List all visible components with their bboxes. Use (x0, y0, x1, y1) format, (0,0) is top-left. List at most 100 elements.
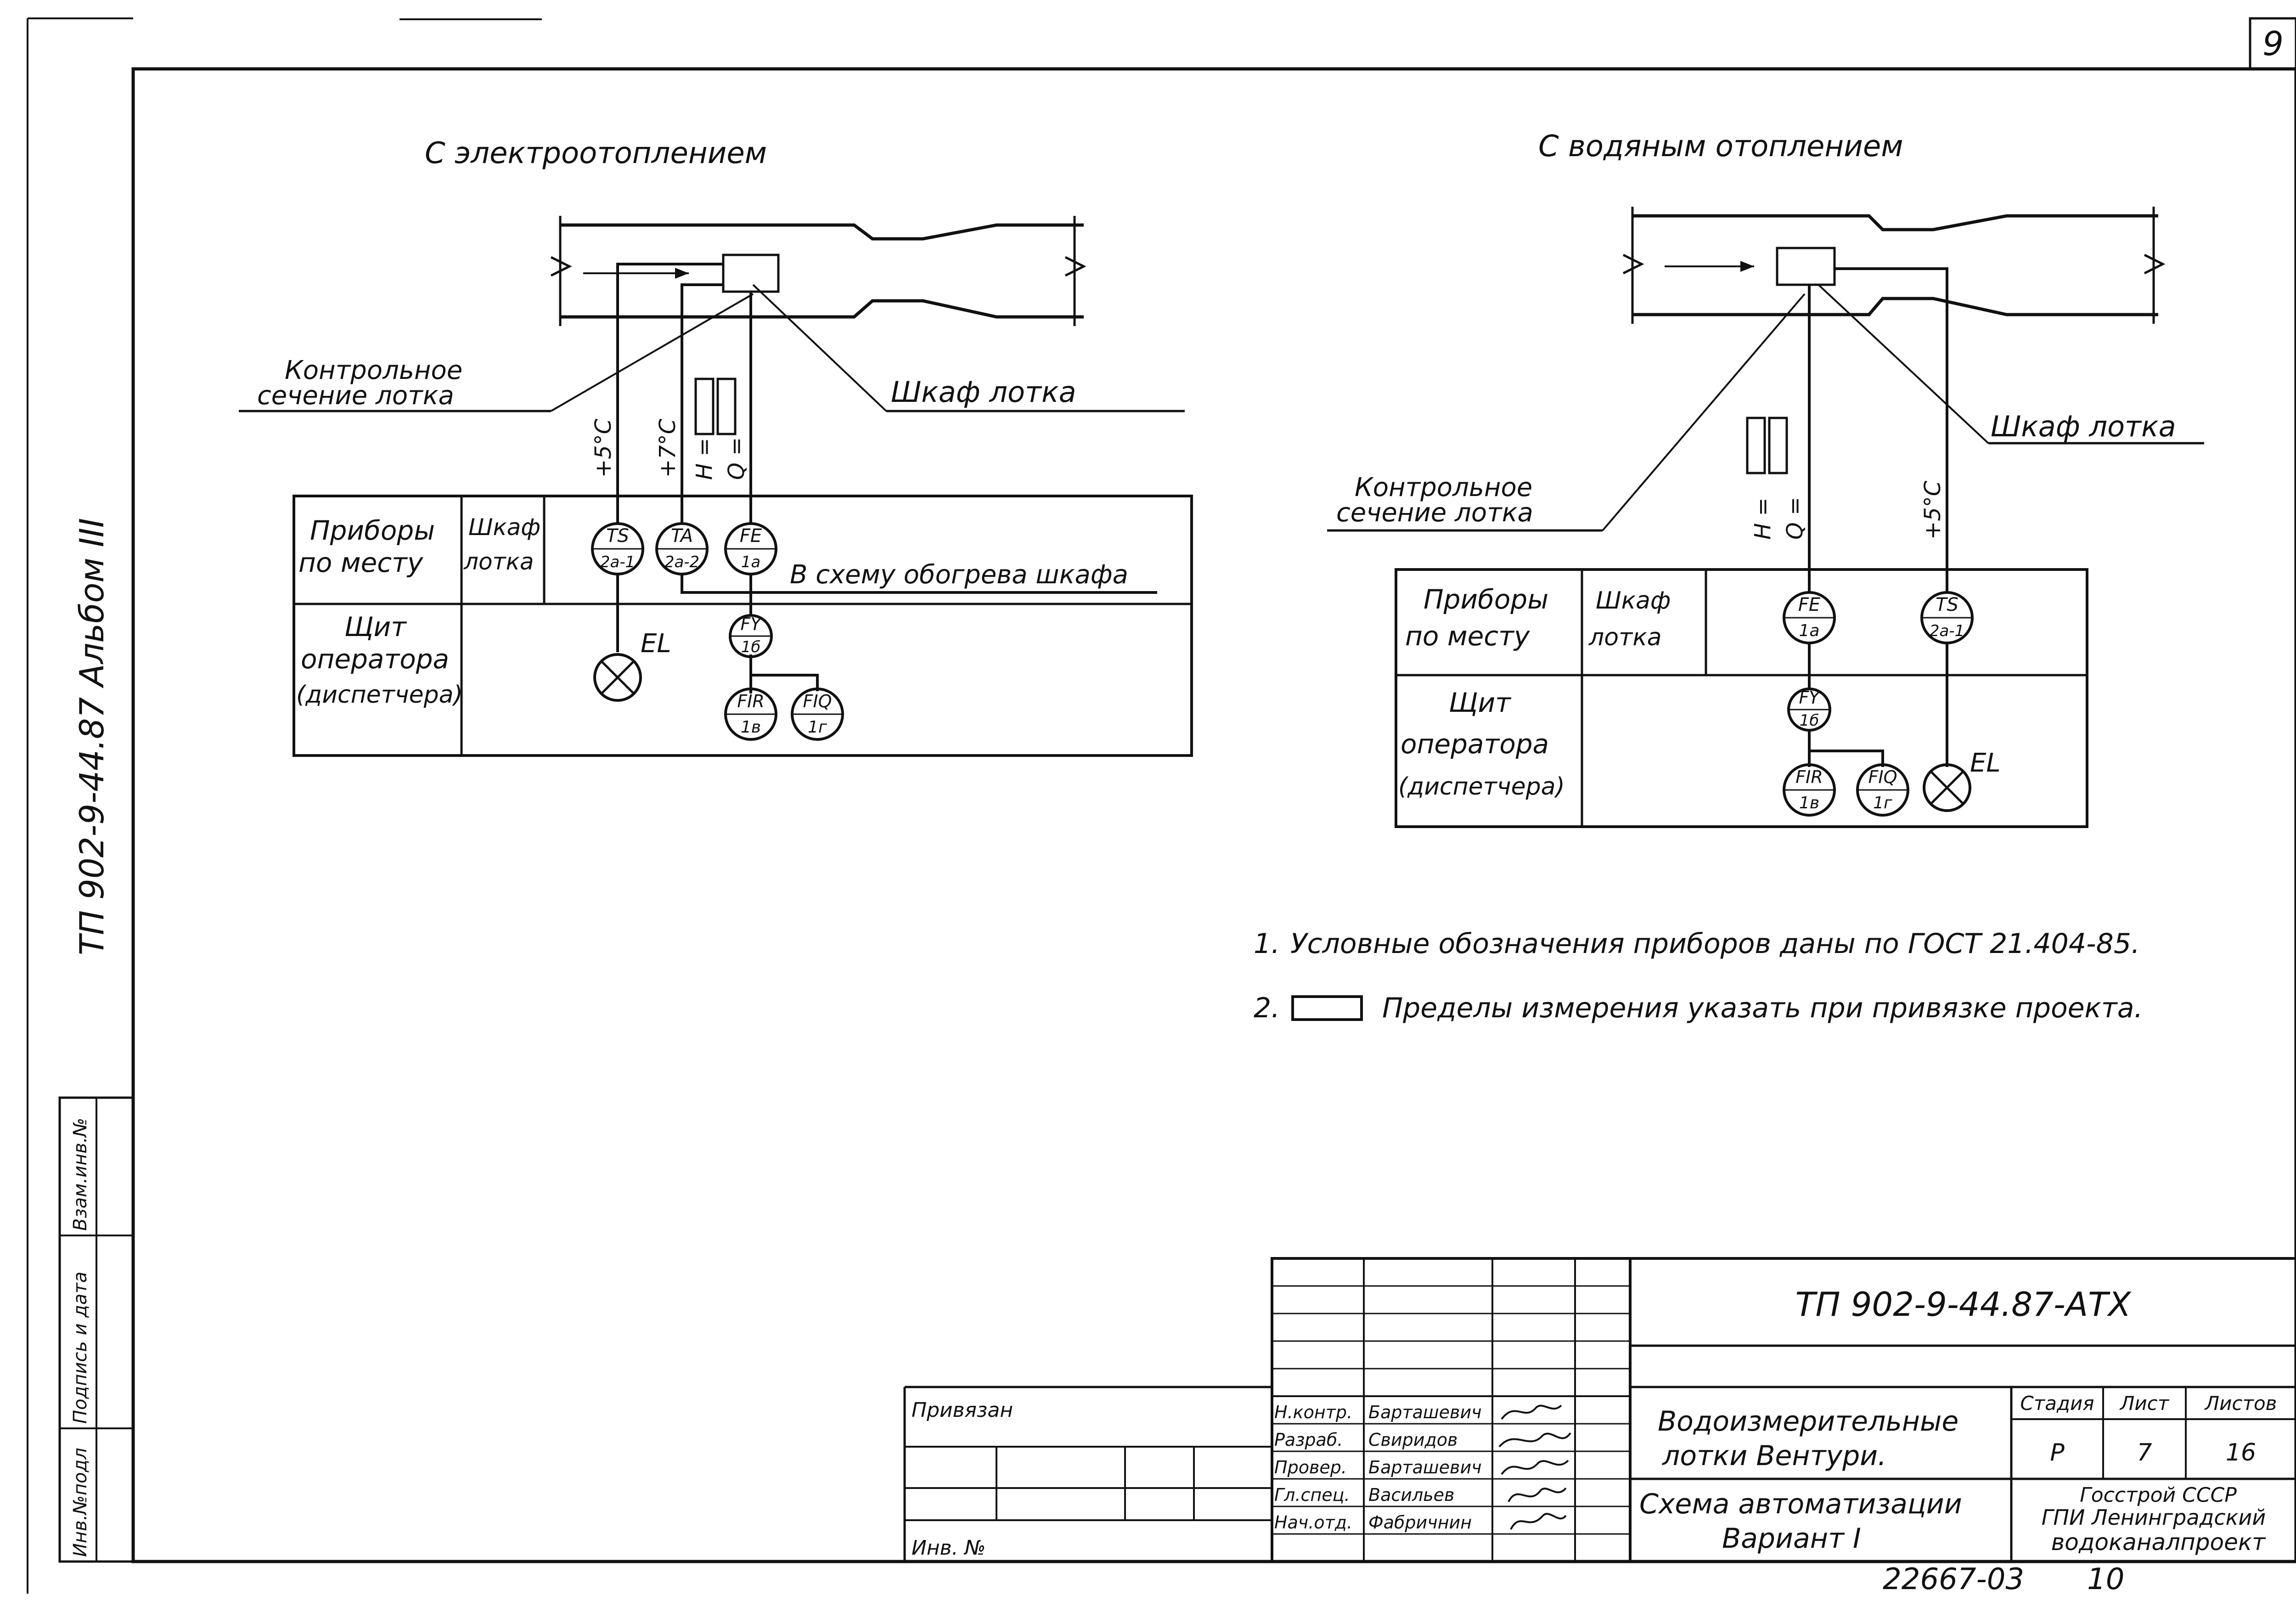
left-signal-q: Q = (724, 437, 749, 480)
instrument-number: 2а-2 (664, 553, 699, 571)
left-signal-lamp: EL (593, 629, 671, 702)
left-heating-note: В схему обогрева шкафа (790, 560, 1128, 590)
tb-role-prover: Провер. (1274, 1457, 1347, 1477)
left-col-cabinet-line2: лотка (463, 548, 534, 575)
note-2-number: 2. (1254, 992, 1280, 1024)
tb-role-nkontr: Н.контр. (1274, 1402, 1352, 1422)
right-signal-q: Q = (1782, 497, 1808, 540)
instrument-tag: FY (740, 614, 762, 634)
title-block: Привязан Инв. № Н.контр. Разраб. Провер.… (903, 1257, 2296, 1596)
tb-archive-sheet: 10 (2087, 1562, 2124, 1596)
left-col-cabinet-line1: Шкаф (468, 514, 540, 541)
tb-stage-value: Р (2050, 1439, 2065, 1466)
instrument-tag: FE (1798, 594, 1821, 615)
side-stamp: Инв.№подл Подпись и дата Взам.инв.№ ТП 9… (58, 518, 135, 1563)
instrument-tag: FIR (737, 691, 764, 711)
tb-name-3: Барташевич (1368, 1457, 1482, 1477)
right-scheme-title: С водяным отоплением (1538, 130, 1903, 164)
instrument-FIQ-1g: FIQ 1г (791, 688, 844, 741)
instrument-tag: FIQ (1868, 767, 1897, 787)
notes: 1. Условные обозначения приборов даны по… (1254, 928, 2143, 1024)
right-signal-t5: +5°C (1920, 480, 1946, 540)
right-row-panel-line1: Щит (1449, 687, 1512, 718)
instrument-number: 2а-1 (600, 553, 635, 571)
right-scheme: С водяным отоплением Шкаф лотка Контроль… (1327, 130, 2204, 828)
left-venturi-flume (550, 216, 1086, 326)
tb-project-code: ТП 902-9-44.87-АТХ (1795, 1285, 2132, 1324)
left-callout-cabinet: Шкаф лотка (891, 375, 1076, 409)
left-signal-t5: +5°C (591, 418, 616, 478)
right-callout-section-line1: Контрольное (1355, 473, 1532, 502)
left-row-panel-line3: (диспетчера) (296, 681, 463, 709)
stamp-inv-number: Инв.№подл (70, 1448, 91, 1557)
tb-role-nachotd: Нач.отд. (1274, 1512, 1352, 1533)
instrument-tag: FIQ (803, 691, 832, 711)
instrument-tag: TS (606, 525, 629, 547)
tb-sheet-name-line1: Схема автоматизации (1639, 1488, 1962, 1520)
album-label: ТП 902-9-44.87 Альбом III (73, 518, 111, 955)
tb-inv-label: Инв. № (912, 1536, 985, 1560)
tb-sheet-header: Лист (2119, 1392, 2170, 1415)
instrument-number: 1в (741, 718, 761, 737)
left-lamp-label: EL (641, 629, 671, 659)
right-col-cabinet-line2: лотка (1588, 624, 1662, 651)
left-signal-h: H = (692, 438, 717, 480)
tb-name-4: Васильев (1368, 1485, 1454, 1505)
right-signal-lamp: EL (1923, 748, 2001, 812)
right-row-panel-line3: (диспетчера) (1398, 773, 1565, 801)
instrument-number: 1а (741, 553, 760, 571)
instrument-FY-1b: FY 1б (729, 614, 773, 658)
instrument-number: 1г (808, 718, 827, 737)
tb-object-line2: лотки Вентури. (1662, 1440, 1886, 1472)
tb-attached-label: Привязан (912, 1398, 1013, 1422)
page-number: 9 (2262, 24, 2284, 63)
right-row-local-line1: Приборы (1424, 584, 1548, 615)
left-scheme: С электроотоплением Контрольное сечение … (239, 136, 1193, 757)
instrument-tag: TS (1936, 594, 1958, 615)
stamp-replace-inv: Взам.инв.№ (70, 1118, 91, 1231)
instrument-number: 1г (1873, 794, 1893, 812)
left-row-local-line1: Приборы (310, 515, 435, 546)
left-callout-section-line2: сечение лотка (257, 381, 454, 411)
instrument-number: 1б (1800, 711, 1819, 730)
tb-org-line1: Госстрой СССР (2080, 1483, 2237, 1507)
right-col-cabinet-line1: Шкаф (1596, 587, 1671, 615)
right-lamp-label: EL (1970, 748, 2001, 778)
note-1-number: 1. (1254, 928, 1280, 960)
tb-archive-number: 22667-03 (1883, 1562, 2024, 1596)
instrument-number: 1в (1799, 794, 1819, 812)
instrument-TS-2a-1: TS 2а-1 (591, 522, 644, 575)
tb-sheets-value: 16 (2226, 1439, 2256, 1466)
instrument-FE-1a: FE 1а (1783, 591, 1836, 644)
left-callout-section-line1: Контрольное (285, 355, 462, 385)
right-callout-cabinet: Шкаф лотка (1991, 410, 2176, 443)
instrument-tag: FE (740, 525, 762, 547)
tb-role-glspec: Гл.спец. (1274, 1485, 1350, 1505)
sheet-frame: 9 (27, 17, 2296, 1594)
instrument-number: 2а-1 (1930, 622, 1964, 640)
instrument-number: 1б (741, 638, 761, 656)
instrument-FIR-1v: FIR 1в (724, 688, 777, 741)
left-scheme-title: С электроотоплением (425, 136, 767, 170)
stamp-sign-date: Подпись и дата (70, 1272, 91, 1424)
tb-sheets-header: Листов (2204, 1392, 2277, 1415)
tb-name-2: Свиридов (1368, 1430, 1458, 1450)
instrument-tag: FIR (1795, 767, 1823, 787)
instrument-FY-1b: FY 1б (1787, 688, 1831, 732)
tb-object-line1: Водоизмерительные (1658, 1405, 1958, 1438)
instrument-tag: FY (1799, 688, 1821, 708)
left-instrument-table: Приборы по месту Шкаф лотка Щит оператор… (293, 495, 1193, 757)
tb-sheet-value: 7 (2137, 1439, 2152, 1466)
instrument-FE-1a: FE 1а (724, 522, 777, 575)
note-2-box-symbol (1291, 995, 1363, 1021)
tb-org-line3: водоканалпроект (2051, 1529, 2266, 1556)
right-callout-section-line2: сечение лотка (1336, 498, 1533, 528)
tb-name-1: Барташевич (1368, 1402, 1482, 1422)
tb-org-line2: ГПИ Ленинградский (2042, 1505, 2266, 1530)
right-instrument-table: Приборы по месту Шкаф лотка Щит оператор… (1395, 568, 2088, 828)
handwritten-signatures (1498, 1404, 1571, 1530)
note-1-text: Условные обозначения приборов даны по ГО… (1290, 928, 2140, 960)
left-row-panel-line1: Щит (344, 611, 407, 643)
right-signal-h: H = (1750, 497, 1776, 540)
